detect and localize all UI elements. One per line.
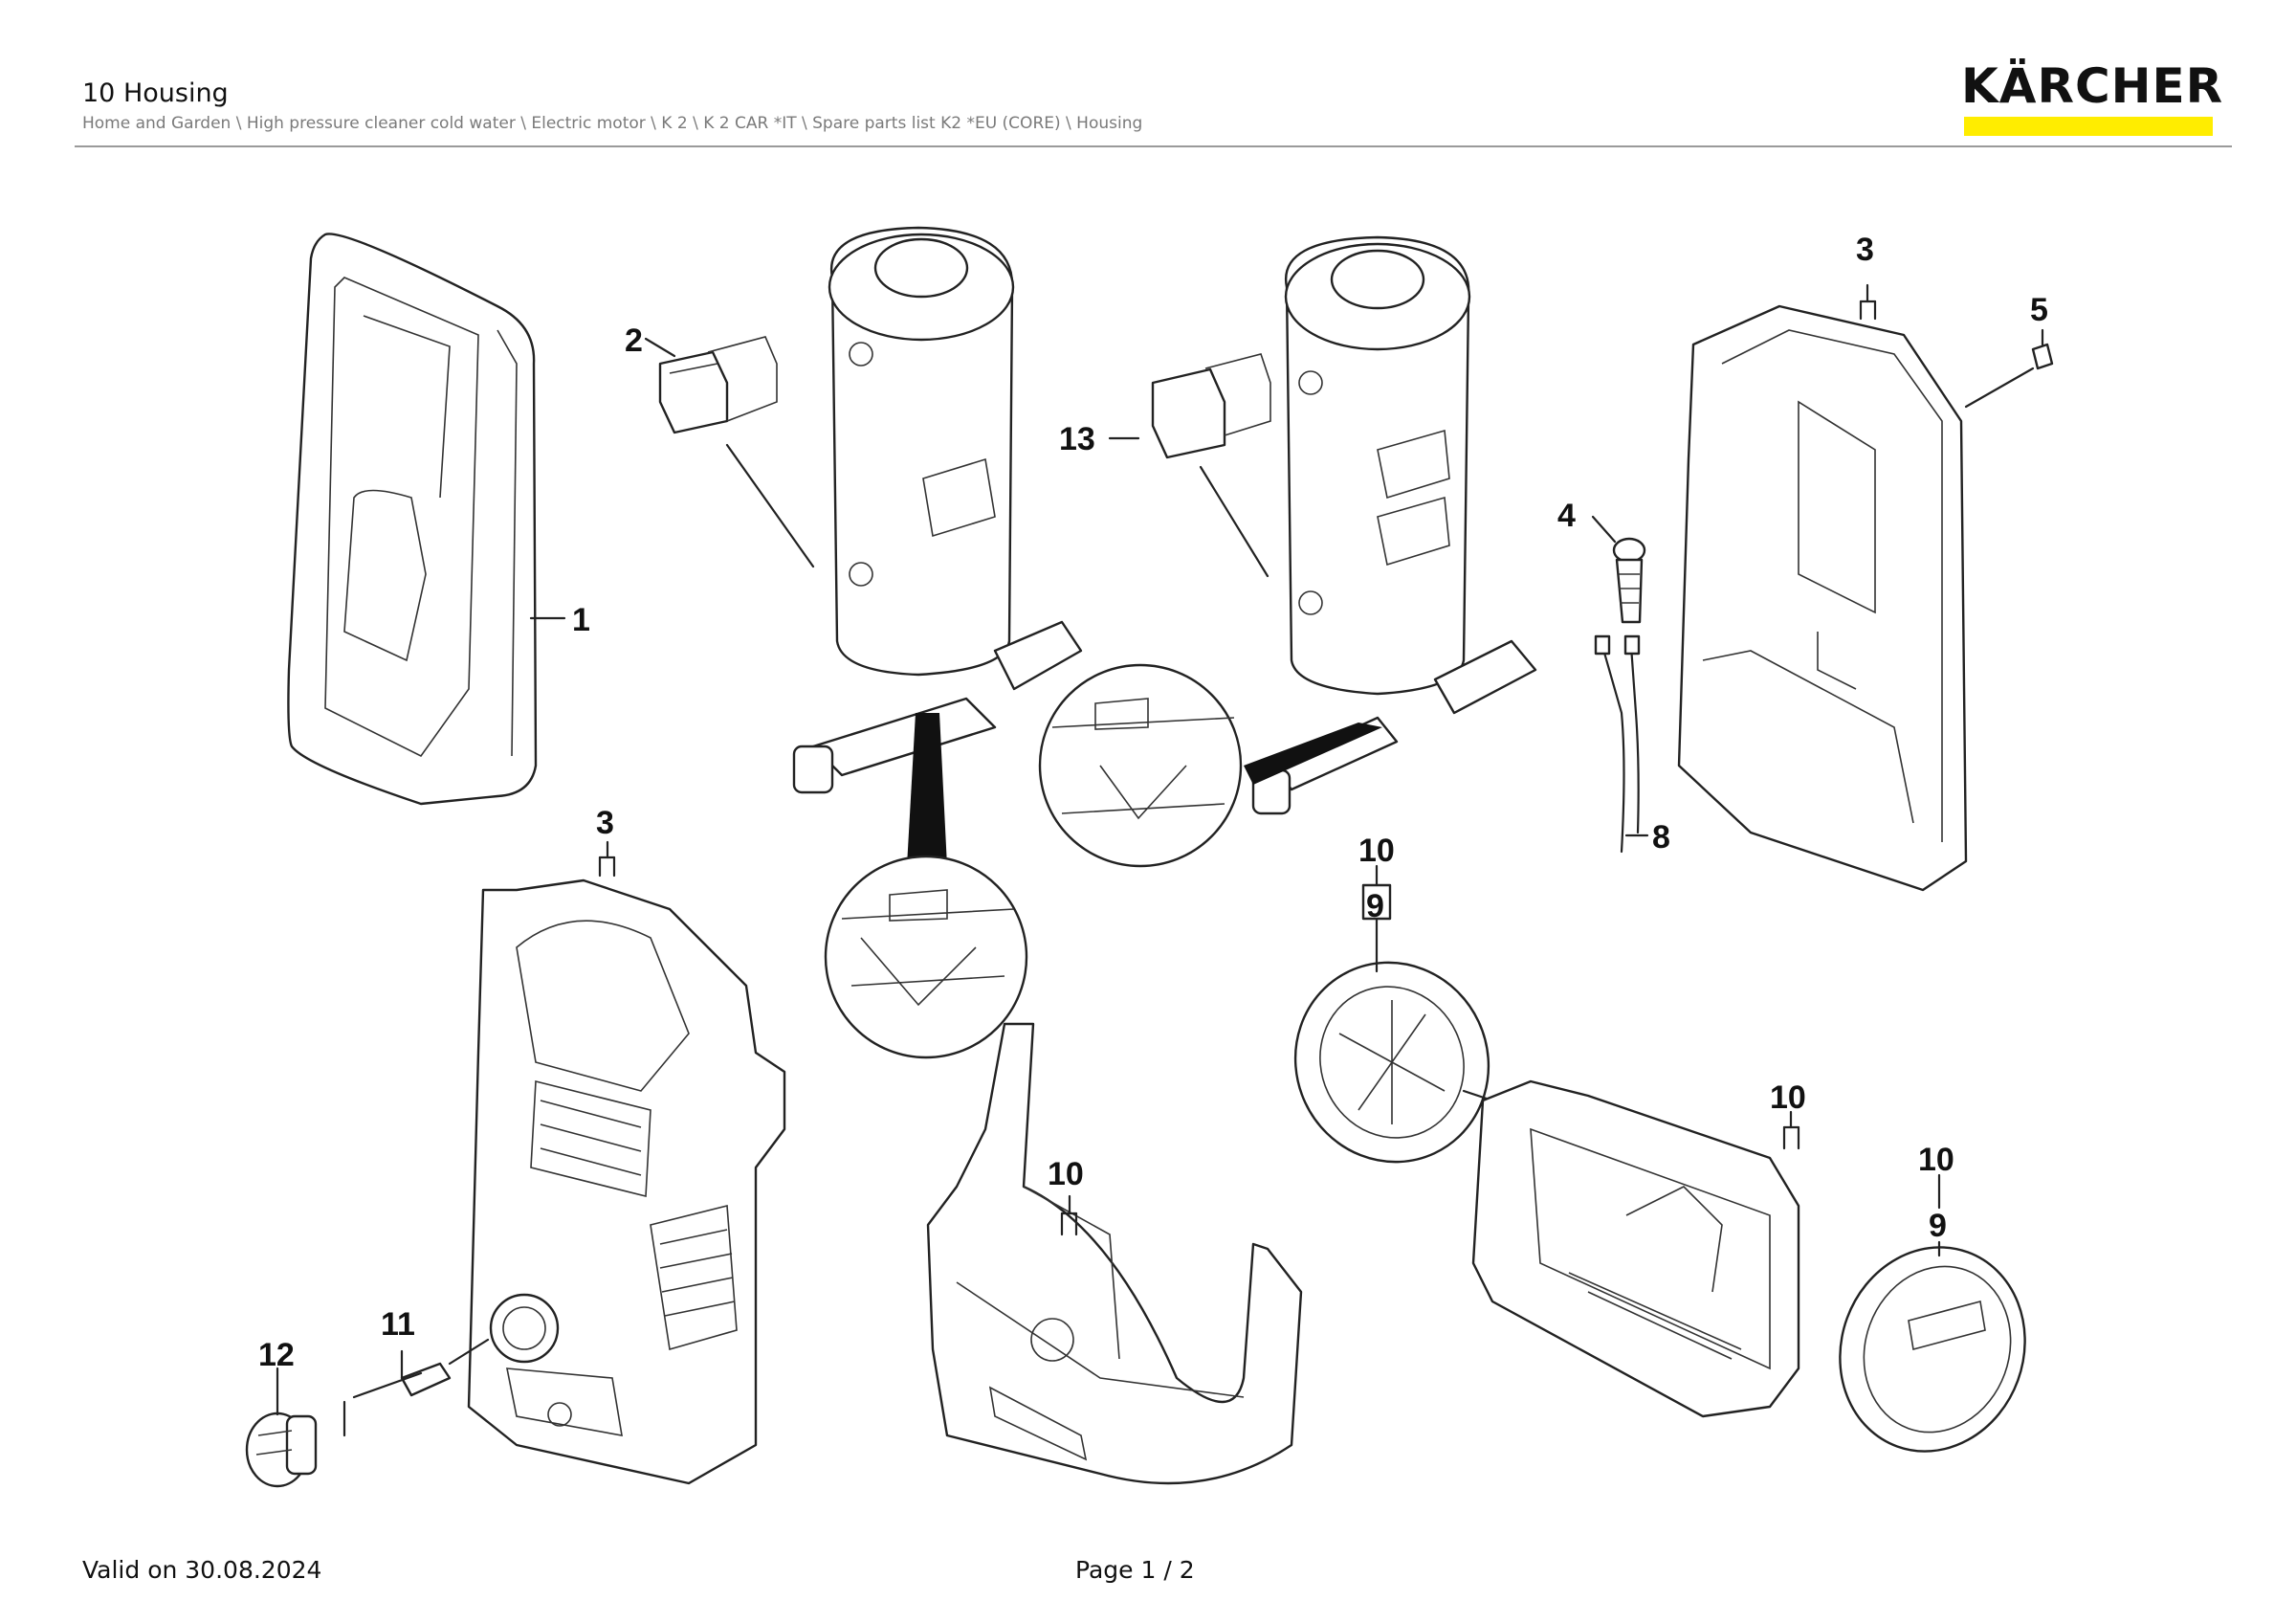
part-housing-front bbox=[467, 840, 786, 1485]
breadcrumb: Home and Garden \ High pressure cleaner … bbox=[82, 114, 1143, 133]
part-motor-pump-2 bbox=[1244, 235, 1537, 815]
header-divider bbox=[75, 145, 2232, 147]
part-cable-gland-4 bbox=[1591, 515, 1646, 624]
callout-9-right: 9 bbox=[1929, 1208, 1947, 1244]
part-screw-5 bbox=[1964, 328, 2054, 409]
callout-9-left: 9 bbox=[1366, 888, 1384, 924]
callout-3-top: 3 bbox=[1856, 232, 1874, 268]
detail-circle-1 bbox=[824, 855, 1028, 1059]
detail-circle-2 bbox=[1038, 663, 1243, 868]
karcher-logo: KÄRCHER bbox=[1961, 58, 2224, 136]
callout-10-cover: 10 bbox=[1048, 1156, 1084, 1192]
page-title: 10 Housing bbox=[82, 78, 229, 108]
part-motor-pump-1 bbox=[792, 226, 1083, 866]
callout-8: 8 bbox=[1652, 819, 1670, 856]
footer-page-number: Page 1 / 2 bbox=[1075, 1556, 1195, 1584]
part-housing-rear bbox=[1677, 283, 1968, 892]
logo-yellow-bar bbox=[1964, 117, 2213, 136]
part-wheel-left bbox=[1293, 864, 1494, 1164]
callout-11: 11 bbox=[381, 1306, 415, 1343]
part-wheel-right bbox=[1839, 1173, 2026, 1453]
part-cable-8 bbox=[1594, 634, 1649, 854]
callout-10-right-wheel: 10 bbox=[1918, 1142, 1954, 1178]
callout-13: 13 bbox=[1059, 421, 1095, 457]
part-front-panel bbox=[287, 233, 566, 806]
callout-2: 2 bbox=[625, 322, 643, 359]
part-hook-11 bbox=[342, 1338, 490, 1437]
part-knob-12 bbox=[245, 1367, 318, 1488]
callout-10-left-wheel: 10 bbox=[1358, 833, 1395, 869]
part-base-frame bbox=[1471, 1079, 1800, 1418]
logo-wordmark: KÄRCHER bbox=[1961, 58, 2224, 114]
callout-5: 5 bbox=[2030, 292, 2048, 328]
footer-valid-date: Valid on 30.08.2024 bbox=[82, 1556, 322, 1584]
callout-4: 4 bbox=[1557, 498, 1576, 534]
part-switch-13 bbox=[1108, 353, 1271, 578]
callout-12: 12 bbox=[258, 1337, 295, 1373]
part-rear-cover bbox=[926, 1022, 1303, 1485]
callout-1: 1 bbox=[572, 602, 590, 638]
part-switch-2 bbox=[644, 336, 815, 568]
callout-3-bottom: 3 bbox=[596, 805, 614, 841]
callout-10-base: 10 bbox=[1770, 1079, 1806, 1116]
